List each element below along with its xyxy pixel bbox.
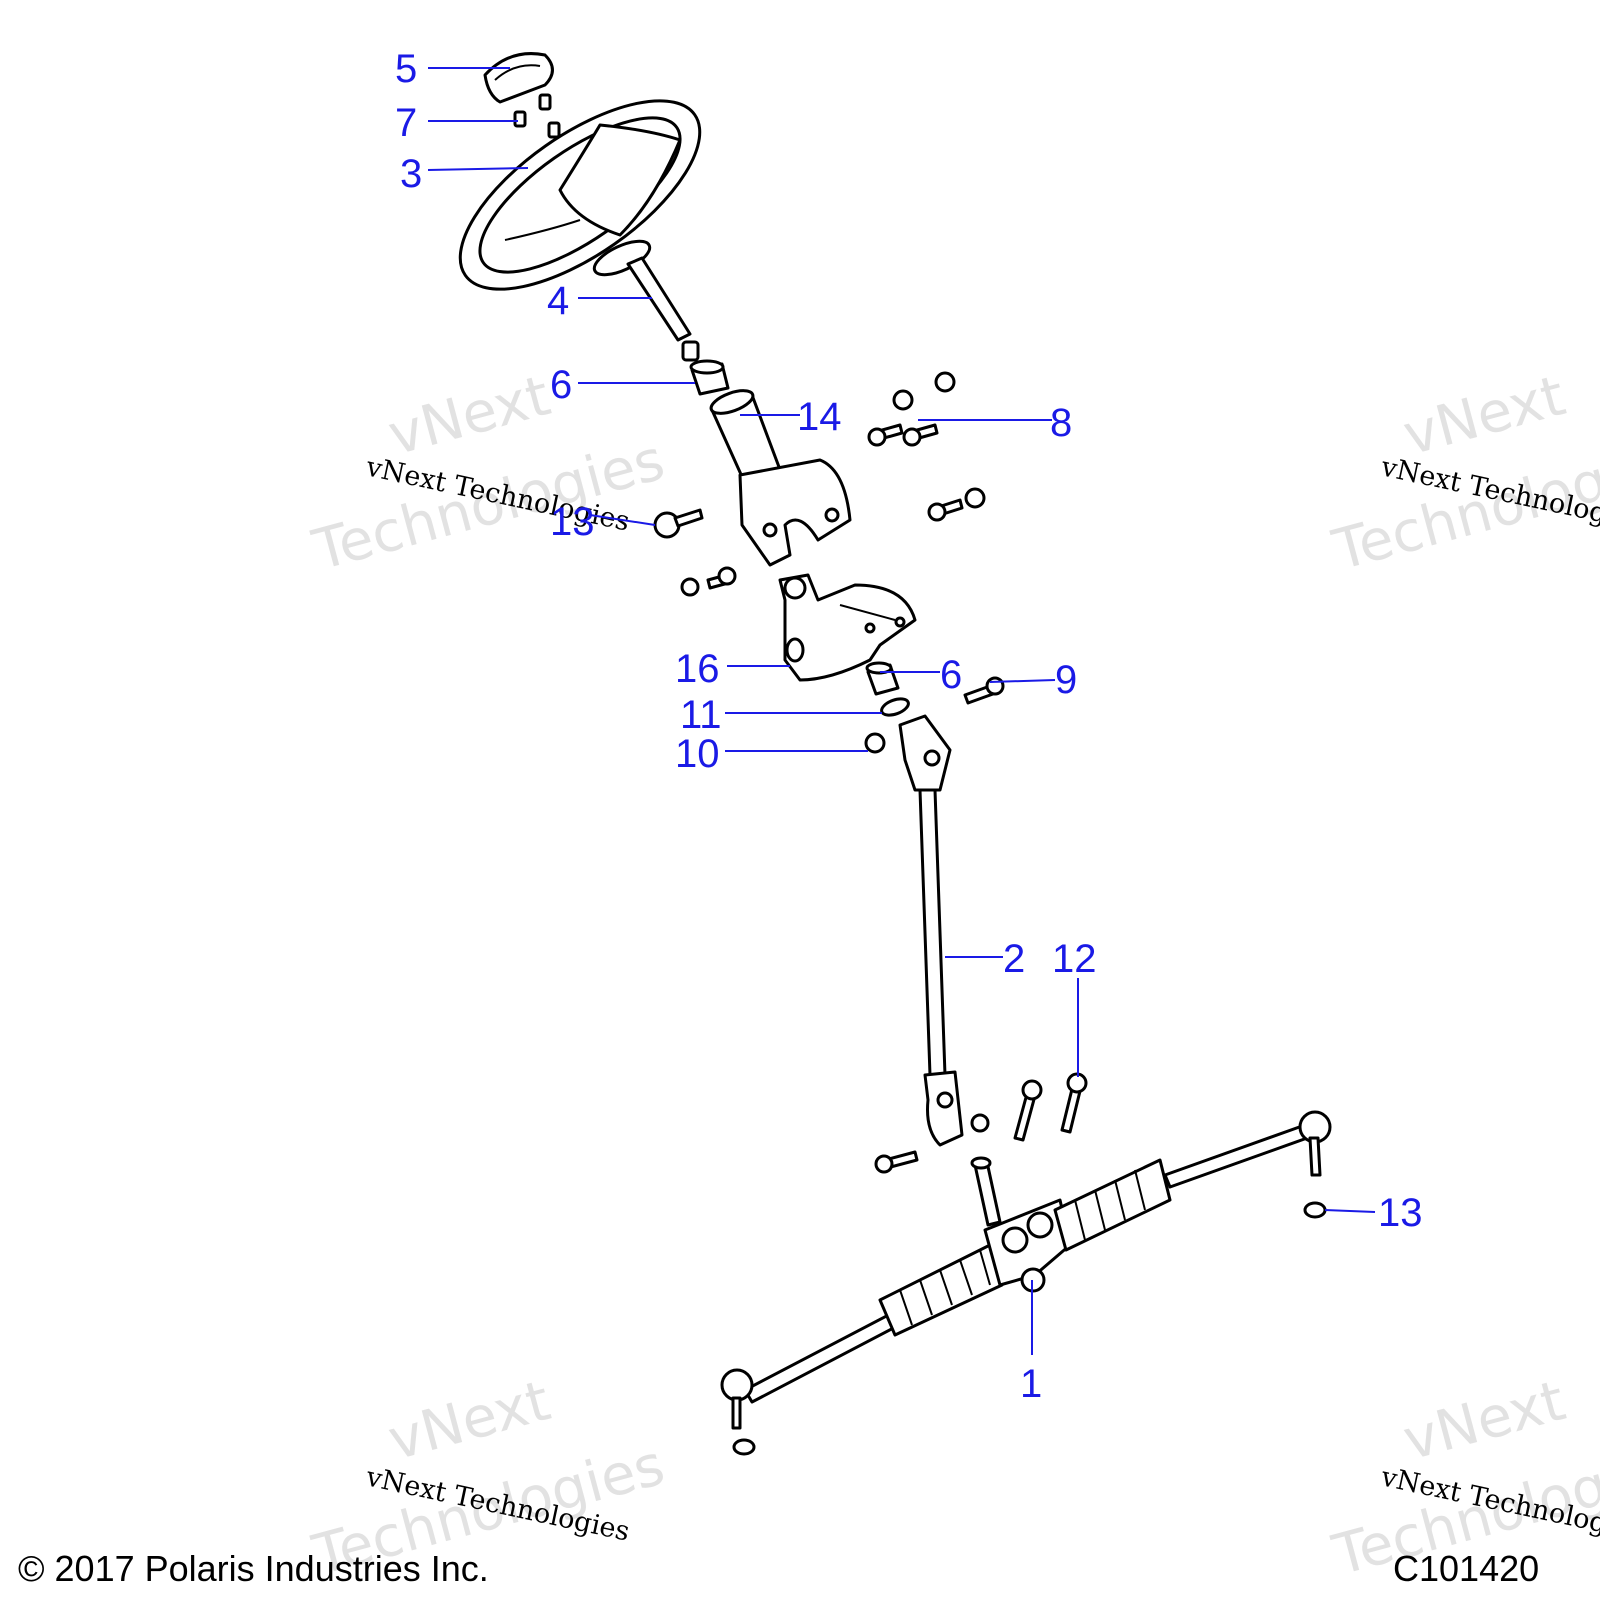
callout-8: 8 xyxy=(1050,401,1072,445)
tie-rod-nut-right xyxy=(1303,1201,1327,1219)
callout-5: 5 xyxy=(395,47,417,91)
svg-text:vNext: vNext xyxy=(1397,363,1572,468)
callout-2: 2 xyxy=(1003,937,1025,981)
callout-7: 7 xyxy=(395,101,417,145)
callout-13: 13 xyxy=(1378,1191,1423,1235)
diagram-code: C101420 xyxy=(1393,1548,1540,1589)
callout-16: 16 xyxy=(675,647,720,691)
svg-text:vNext: vNext xyxy=(382,363,557,468)
steering-wheel xyxy=(458,99,702,291)
steering-wheel-cap xyxy=(483,52,554,104)
svg-text:vNext: vNext xyxy=(382,1368,557,1473)
snap-ring xyxy=(880,697,910,717)
bushing-lower xyxy=(865,661,900,696)
callout-6-lower: 6 xyxy=(940,653,962,697)
callout-6-upper: 6 xyxy=(550,363,572,407)
pinch-bolts xyxy=(874,1072,1088,1174)
callout-9: 9 xyxy=(1055,658,1077,702)
steering-column-tube xyxy=(709,389,852,567)
bolt-15 xyxy=(653,508,704,539)
bracket-bolts xyxy=(867,371,986,522)
mount-bolts xyxy=(680,566,737,597)
callout-11: 11 xyxy=(680,693,722,737)
callout-10: 10 xyxy=(675,732,720,776)
mounting-bracket xyxy=(778,573,917,682)
callout-labels: 5 7 3 4 6 14 8 13 16 6 9 11 10 2 12 13 1 xyxy=(395,47,1423,1406)
steering-shaft xyxy=(592,239,700,362)
intermediate-shaft xyxy=(898,714,964,1147)
cap-screws xyxy=(513,93,561,139)
nut-10 xyxy=(864,732,886,754)
callout-15: 13 xyxy=(550,500,595,544)
tie-rod-nut-left xyxy=(732,1438,756,1456)
bushing-upper xyxy=(689,359,730,396)
watermark-top-right: vNext Technologies vNext Technologies xyxy=(1326,363,1600,583)
callout-3: 3 xyxy=(400,152,422,196)
copyright-text: © 2017 Polaris Industries Inc. xyxy=(18,1548,489,1589)
callout-4: 4 xyxy=(547,279,569,323)
steering-rack xyxy=(720,1110,1332,1430)
callout-14: 14 xyxy=(797,395,842,439)
svg-text:vNext: vNext xyxy=(1397,1368,1572,1473)
callout-12: 12 xyxy=(1052,937,1097,981)
watermark-top-left: vNext Technologies vNext Technologies xyxy=(306,363,671,583)
leader-lines xyxy=(427,67,1376,1355)
callout-1: 1 xyxy=(1020,1362,1042,1406)
